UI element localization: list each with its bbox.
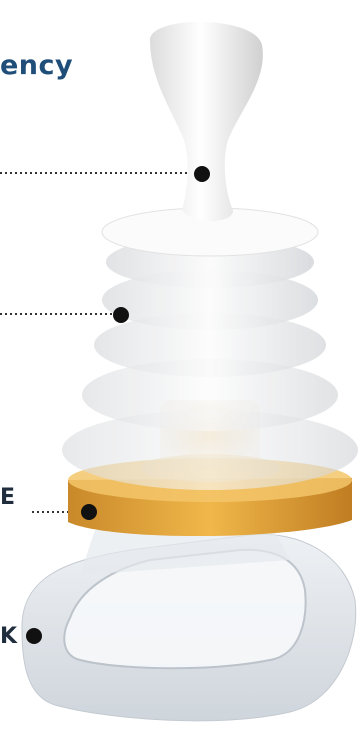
callout-dot-bellows xyxy=(113,307,129,323)
callout-dot-valve xyxy=(81,504,97,520)
mask xyxy=(22,522,356,721)
bellows xyxy=(62,208,358,490)
handle xyxy=(150,22,263,221)
callout-dot-mask xyxy=(26,628,42,644)
callout-dot-handle xyxy=(194,166,210,182)
